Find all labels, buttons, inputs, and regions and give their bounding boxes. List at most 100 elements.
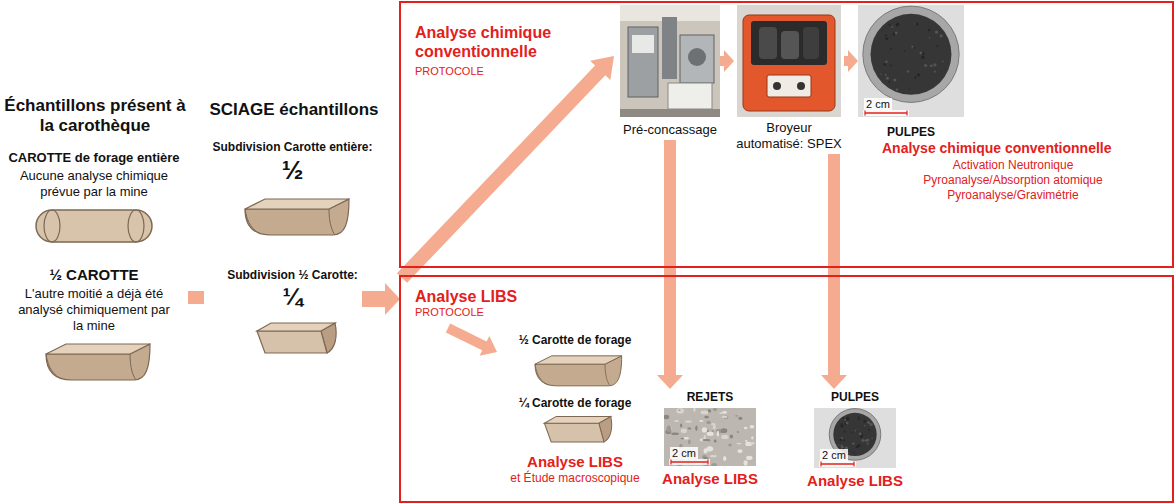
art-shape — [605, 364, 610, 386]
node-text: Aucune analyse chimique prévue par la mi… — [9, 168, 179, 200]
art-shape — [702, 427, 707, 432]
art-shape — [684, 437, 689, 439]
node-text: ¼ Carotte de forage — [519, 396, 632, 411]
art-shape — [666, 427, 671, 433]
art-shape — [844, 431, 846, 433]
core-sample: CAROTTE de forage entièreAucune analyse … — [2, 150, 186, 246]
art-shape — [814, 408, 896, 468]
core-drawing — [532, 413, 618, 447]
node-text: Broyeur automatisé: SPEX — [734, 120, 844, 152]
art-shape — [544, 423, 604, 442]
region-title: Analyse LIBS — [415, 287, 575, 306]
art-shape — [746, 456, 752, 460]
node-text: ¼ — [282, 283, 302, 311]
art-shape — [840, 424, 843, 427]
art-shape — [890, 64, 892, 66]
photo-image — [737, 5, 841, 117]
art-shape — [940, 34, 943, 37]
art-shape — [711, 463, 717, 466]
art-shape — [707, 432, 714, 436]
art-shape — [907, 70, 909, 72]
art-shape — [840, 439, 843, 442]
art-shape — [867, 421, 870, 424]
art-shape — [856, 417, 857, 418]
art-shape — [46, 344, 150, 380]
scale-label: 2 cm — [670, 447, 698, 459]
art-shape — [681, 429, 687, 434]
art-shape — [130, 354, 136, 380]
equipment-photo: Broyeur automatisé: SPEX — [734, 5, 844, 152]
sample-photo: REJETS2 cmAnalyse LIBS — [655, 390, 765, 488]
scale-label: 2 cm — [820, 449, 848, 461]
art-shape — [885, 60, 888, 63]
art-shape — [713, 408, 717, 411]
equipment-photo: Pré-concassage — [620, 5, 720, 138]
art-shape — [736, 443, 741, 445]
art-shape — [871, 14, 952, 95]
art-shape — [714, 439, 717, 442]
art-shape — [906, 111, 907, 116]
sample-photo: 2 cmPULPESAnalyse chimique conventionnel… — [858, 5, 1168, 203]
region-header: Analyse chimique conventionnellePROTOCOL… — [415, 23, 575, 78]
art-shape — [820, 462, 821, 467]
art-shape — [744, 427, 747, 430]
art-shape — [669, 459, 710, 465]
art-shape — [883, 63, 886, 66]
art-shape — [664, 415, 669, 419]
art-shape — [737, 5, 841, 117]
art-shape — [856, 430, 857, 431]
art-shape — [904, 50, 905, 51]
photo — [620, 5, 720, 117]
art-shape — [890, 48, 892, 50]
art-shape — [329, 209, 335, 235]
art-shape — [921, 56, 925, 60]
art-shape — [935, 31, 938, 34]
flow-arrow — [657, 140, 683, 389]
art-shape — [751, 442, 755, 445]
art-shape — [821, 463, 854, 465]
art-shape — [706, 446, 713, 451]
block-arrow — [397, 56, 614, 283]
protocol-region: Analyse LIBSPROTOCOLE ½ Carotte de forage… — [399, 275, 1174, 503]
art-shape — [730, 434, 733, 438]
node-text: Pyroanalyse/Absorption atomique — [923, 173, 1102, 188]
photo-image — [620, 5, 720, 117]
art-shape — [928, 29, 931, 32]
art-shape — [917, 73, 920, 76]
block-arrow — [362, 283, 400, 315]
art-shape — [773, 82, 781, 90]
core-drawing — [34, 206, 154, 246]
node-text: L'autre moitié a déjà été analysé chimiq… — [14, 286, 174, 334]
art-shape — [671, 461, 708, 463]
art-shape — [934, 71, 936, 73]
art-shape — [846, 417, 849, 420]
node-text: ½ Carotte de forage — [519, 333, 632, 348]
art-shape — [711, 423, 715, 426]
art-shape — [942, 61, 944, 63]
art-shape — [855, 429, 857, 431]
art-shape — [713, 425, 716, 430]
photo: 2 cm — [814, 408, 896, 468]
art-shape — [245, 199, 349, 209]
art-shape — [719, 429, 722, 431]
core-drawing — [525, 350, 625, 390]
block-arrow — [446, 324, 497, 356]
node-text: PULPES — [858, 125, 964, 140]
art-shape — [888, 81, 890, 83]
art-shape — [885, 37, 888, 40]
region-header: Analyse LIBSPROTOCOLE — [415, 287, 575, 319]
art-shape — [914, 76, 916, 78]
art-shape — [844, 419, 846, 421]
art-shape — [668, 83, 712, 109]
node-text: Subdivision ½ Carotte: — [227, 268, 358, 283]
node-text: Analyse LIBS — [527, 453, 623, 471]
art-shape — [856, 446, 858, 448]
art-shape — [721, 435, 728, 439]
art-shape — [853, 462, 854, 467]
art-shape — [886, 77, 889, 80]
art-shape — [662, 17, 677, 79]
art-shape — [797, 82, 805, 90]
link-bar — [188, 291, 204, 304]
art-shape — [706, 421, 710, 425]
art-shape — [544, 416, 610, 423]
